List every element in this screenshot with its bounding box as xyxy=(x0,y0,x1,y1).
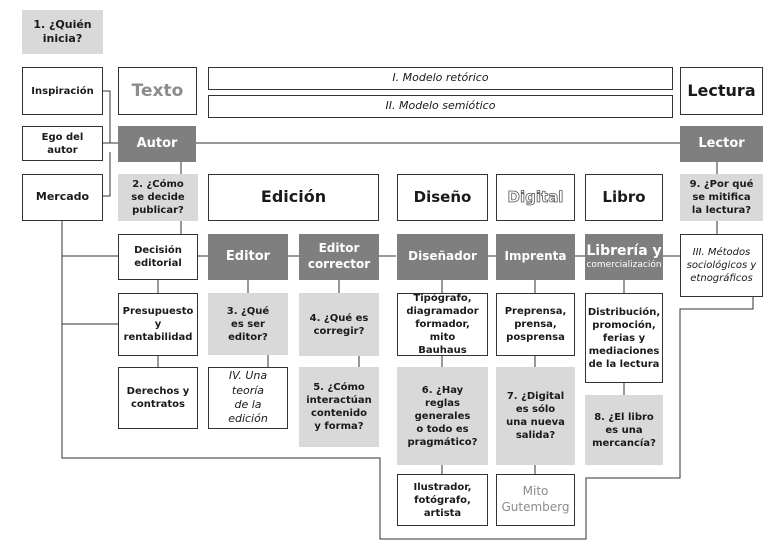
question-book-commodity: 8. ¿El libro es una mercancía? xyxy=(585,395,663,465)
question-who-initiates: 1. ¿Quién inicia? xyxy=(22,10,103,54)
header-lectura: Lectura xyxy=(680,67,763,115)
presupuesto-rentabilidad: Presupuesto y rentabilidad xyxy=(118,293,198,356)
question-digital-new-output: 7. ¿Digital es sólo una nueva salida? xyxy=(496,367,575,465)
origin-ego-del-autor: Ego del autor xyxy=(22,126,103,161)
line-inspiracion-autor xyxy=(103,90,118,144)
question-what-is-editor: 3. ¿Qué es ser editor? xyxy=(208,293,288,355)
role-lector: Lector xyxy=(680,126,763,162)
ilustrador-fotografo-artista: Ilustrador, fotógrafo, artista xyxy=(397,474,488,526)
header-texto: Texto xyxy=(118,67,197,115)
role-disenador: Diseñador xyxy=(397,234,488,280)
metodos-sociologicos: III. Métodos sociológicos y etnográficos xyxy=(680,234,763,297)
teoria-de-la-edicion: IV. Una teoría de la edición xyxy=(208,367,288,429)
origin-mercado: Mercado xyxy=(22,174,103,221)
role-autor: Autor xyxy=(118,126,196,162)
question-general-rules: 6. ¿Hay reglas generales o todo es pragm… xyxy=(397,367,488,465)
stage-libro: Libro xyxy=(585,174,663,221)
line-mercado-loop xyxy=(61,221,754,540)
question-how-decide-publish: 2. ¿Cómo se decide publicar? xyxy=(118,174,198,221)
stage-edicion: Edición xyxy=(208,174,379,221)
comercializacion-label: comercialización xyxy=(586,260,662,271)
question-why-mythify-reading: 9. ¿Por qué se mitifica la lectura? xyxy=(680,174,763,221)
role-editor: Editor xyxy=(208,234,288,280)
question-what-is-correct: 4. ¿Qué es corregir? xyxy=(299,293,379,356)
header-modelo-retorico: I. Modelo retórico xyxy=(208,67,673,90)
line-mercado-autor xyxy=(103,152,111,197)
libreria-label: Librería y xyxy=(586,243,662,260)
mito-gutemberg: Mito Gutemberg xyxy=(496,474,575,526)
role-editor-corrector: Editor corrector xyxy=(299,234,379,280)
question-content-form-interaction: 5. ¿Cómo interactúan contenido y forma? xyxy=(299,367,379,447)
derechos-contratos: Derechos y contratos xyxy=(118,367,198,429)
role-libreria-comercializacion: Librería y comercialización xyxy=(585,234,663,280)
stage-diseno: Diseño xyxy=(397,174,488,221)
stage-digital: Digital xyxy=(496,174,575,221)
preprensa-prensa-posprensa: Preprensa, prensa, posprensa xyxy=(496,293,575,356)
role-imprenta: Imprenta xyxy=(496,234,575,280)
tipografo-diagramador: Tipógrafo, diagramador formador, mito Ba… xyxy=(397,293,488,356)
distribucion-promocion: Distribución, promoción, ferias y mediac… xyxy=(585,293,663,383)
origin-inspiracion: Inspiración xyxy=(22,67,103,115)
header-modelo-semiotico: II. Modelo semiótico xyxy=(208,95,673,118)
decision-editorial: Decisión editorial xyxy=(118,234,198,280)
